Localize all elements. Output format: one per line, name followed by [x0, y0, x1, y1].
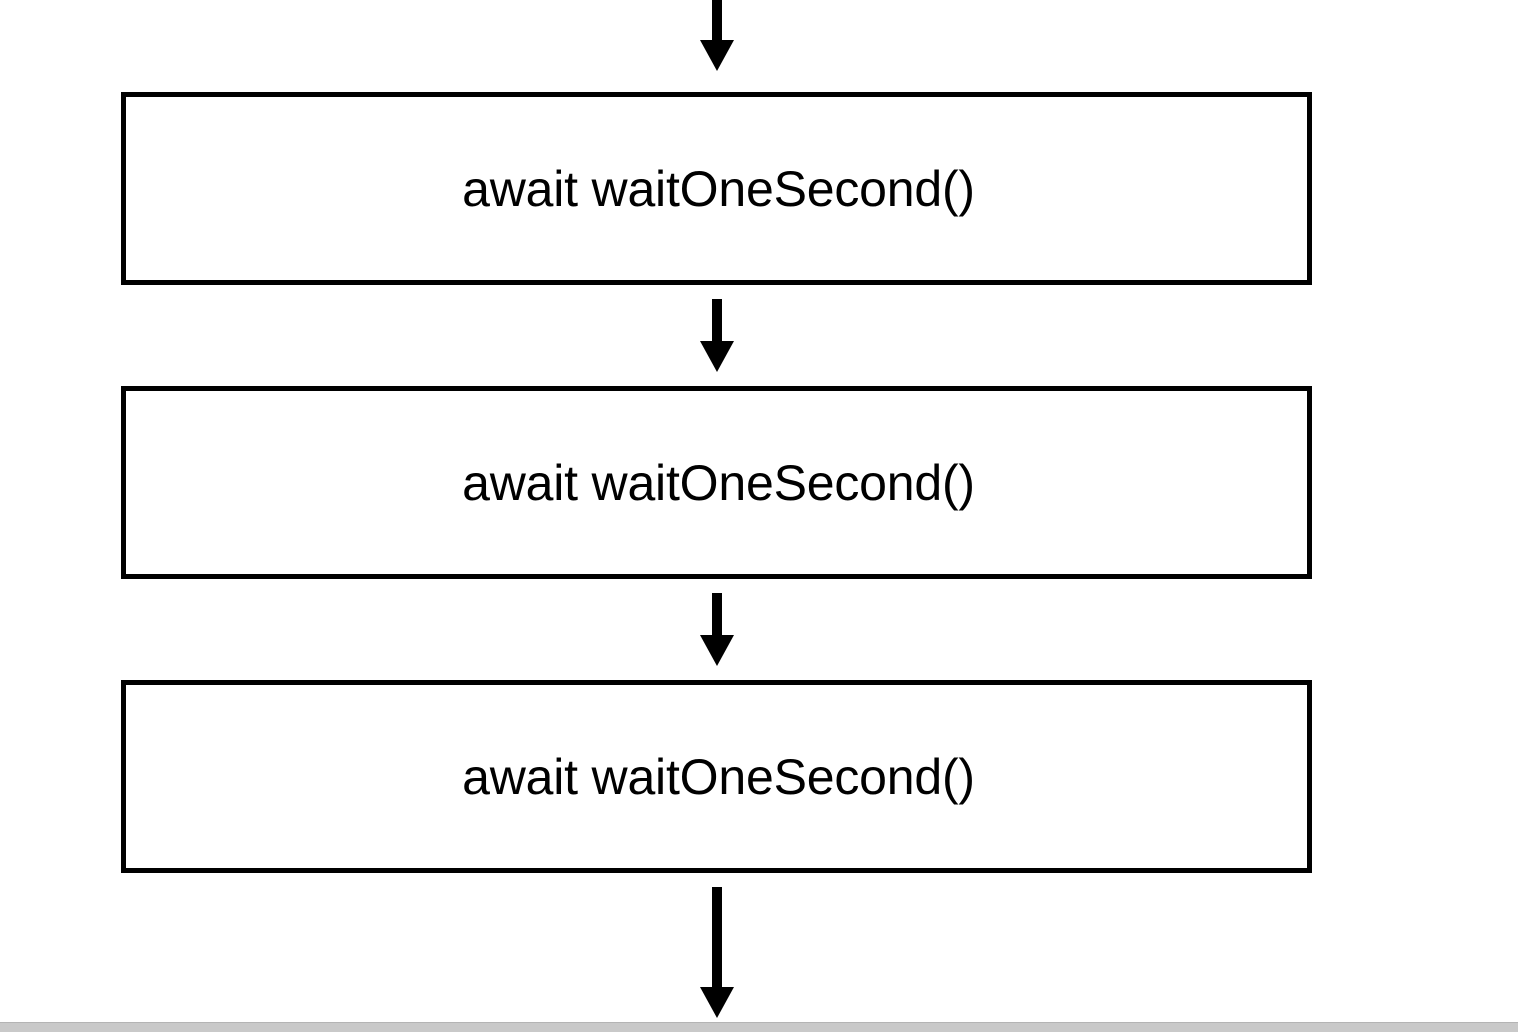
arrow-down-icon-2-to-3 [700, 593, 734, 667]
arrow-shaft [712, 887, 722, 988]
arrow-head [700, 40, 734, 71]
arrow-down-icon-incoming [700, 0, 734, 72]
arrow-shaft [712, 0, 722, 41]
arrow-shaft [712, 299, 722, 342]
arrow-head [700, 341, 734, 372]
arrow-down-icon-1-to-2 [700, 299, 734, 373]
arrow-head [700, 635, 734, 666]
process-node-1[interactable]: await waitOneSecond() [121, 92, 1312, 285]
arrow-down-icon-outgoing [700, 887, 734, 1019]
process-node-3[interactable]: await waitOneSecond() [121, 680, 1312, 873]
arrow-head [700, 987, 734, 1018]
process-node-2[interactable]: await waitOneSecond() [121, 386, 1312, 579]
arrow-shaft [712, 593, 722, 636]
process-node-1-label: await waitOneSecond() [462, 160, 975, 217]
bottom-edge-strip [0, 1022, 1518, 1032]
process-node-2-label: await waitOneSecond() [462, 454, 975, 511]
process-node-3-label: await waitOneSecond() [462, 748, 975, 805]
